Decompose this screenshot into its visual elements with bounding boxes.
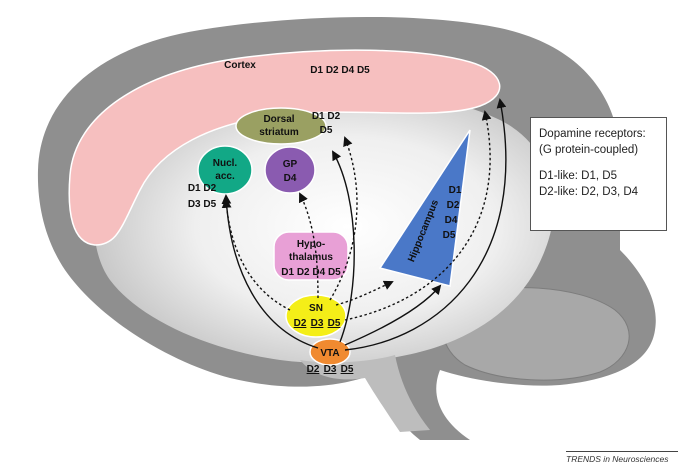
hippocampus-receptor: D5 [443, 230, 456, 241]
sn-to-nucleus-accumbens-arrow [221, 198, 291, 311]
dorsal-striatum-label-2: striatum [259, 127, 299, 138]
legend-title-line1: Dopamine receptors: [539, 128, 646, 140]
footer-rule [566, 451, 678, 452]
nucleus-accumbens-label-1: Nucl. [213, 158, 238, 169]
globus-pallidus-region [264, 146, 316, 194]
dorsal-striatum-receptors-2: D5 [320, 125, 333, 136]
vta-projections [221, 98, 507, 351]
nucleus-accumbens-receptors-1: D1 D2 [188, 183, 217, 194]
gp-receptors: D4 [284, 173, 297, 184]
vta-label: VTA [320, 348, 339, 359]
sn-receptor: D5 [328, 318, 341, 329]
cortex-receptors: D1 D2 D4 D5 [310, 65, 370, 76]
vta-to-cortex-arrow [344, 98, 507, 351]
sn-receptor: D2 [294, 318, 307, 329]
hypothalamus-receptors: D1 D2 D4 D5 [281, 267, 341, 278]
nucleus-accumbens-receptors-2: D3 D5 [188, 199, 217, 210]
journal-credit: TRENDS in Neurosciences [566, 454, 669, 464]
sn-receptor: D3 [311, 318, 324, 329]
vta-receptor: D5 [341, 364, 354, 375]
legend-d1-like: D1-like: D1, D5 [539, 170, 617, 182]
cortex-label: Cortex [224, 60, 256, 71]
hypothalamus-region [273, 231, 349, 281]
dorsal-striatum-label-1: Dorsal [263, 114, 294, 125]
vta-region [309, 338, 351, 366]
substantia-nigra-region [285, 294, 347, 338]
hippocampus-region [378, 129, 471, 287]
nucleus-accumbens-label-2: acc. [215, 171, 235, 182]
legend-spacer [539, 158, 658, 168]
vta-to-dorsal-striatum-arrow [332, 150, 355, 343]
cortex-region [68, 49, 501, 246]
sn-to-hippocampus-arrow [335, 280, 394, 306]
dorsal-striatum-receptors-1: D1 D2 [312, 111, 341, 122]
sn-to-gp-arrow [299, 192, 319, 299]
vta-to-hippocampus-arrow [344, 284, 442, 346]
sn-to-dorsal-striatum-arrow [329, 136, 358, 301]
hippocampus-receptor: D4 [445, 215, 458, 226]
sn-to-cortex-arrow [344, 110, 492, 321]
legend-d2-like: D2-like: D2, D3, D4 [539, 186, 639, 198]
sn-projections [221, 110, 492, 321]
hypothalamus-label-1: Hypo- [297, 239, 325, 250]
gp-label: GP [283, 159, 298, 170]
hippocampus-receptor: D1 [449, 185, 462, 196]
dopamine-receptors-legend: Dopamine receptors: (G protein-coupled) … [530, 117, 667, 231]
nucleus-accumbens-region [197, 145, 253, 195]
brainstem [300, 355, 430, 432]
vta-receptor: D2 [307, 364, 320, 375]
vta-receptor: D3 [324, 364, 337, 375]
hypothalamus-label-2: thalamus [289, 252, 333, 263]
hippocampus-receptor: D2 [447, 200, 460, 211]
sn-label: SN [309, 303, 323, 314]
dorsal-striatum-region [235, 107, 327, 145]
legend-title-line2: (G protein-coupled) [539, 144, 639, 156]
